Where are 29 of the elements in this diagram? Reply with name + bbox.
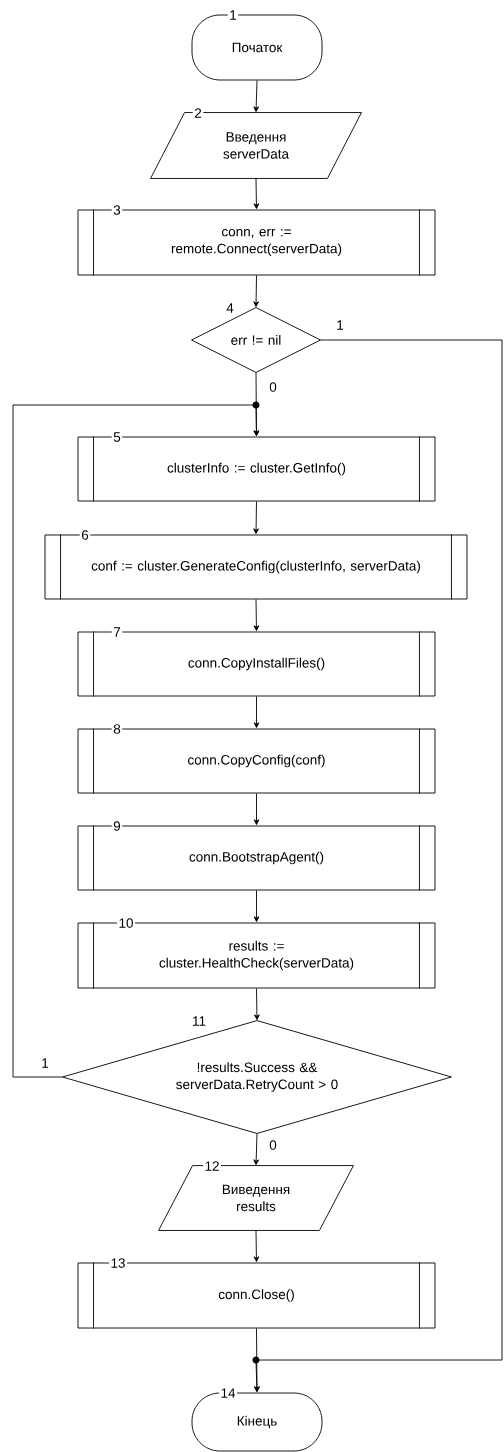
step-number: 3	[111, 203, 123, 217]
arrow	[253, 80, 260, 112]
arrow	[253, 599, 260, 631]
step-number: 10	[117, 916, 135, 930]
step-number: 7	[111, 625, 123, 639]
step-number: 1	[227, 8, 239, 22]
edge-label: 1	[335, 319, 345, 331]
arrow	[253, 696, 260, 728]
step-number: 14	[219, 1386, 237, 1400]
step-number: 12	[203, 1159, 221, 1173]
arrow	[253, 1133, 260, 1165]
arrow	[253, 275, 259, 307]
edge-label: 0	[268, 381, 278, 393]
step-number: 13	[109, 1256, 127, 1270]
arrow	[254, 1328, 260, 1392]
edge-label: 0	[268, 1139, 278, 1151]
step-number: 6	[79, 528, 91, 542]
arrow	[253, 1230, 260, 1262]
arrow	[253, 793, 260, 825]
edge-label: 1	[40, 1057, 50, 1069]
step-number: 9	[111, 819, 123, 833]
arrow	[253, 178, 260, 209]
arrow	[12, 404, 260, 1078]
arrow	[254, 988, 260, 1020]
step-number: 8	[111, 722, 123, 736]
arrow	[253, 890, 260, 922]
arrow	[253, 501, 259, 534]
step-number: 2	[192, 106, 204, 120]
step-number: 5	[111, 430, 123, 444]
